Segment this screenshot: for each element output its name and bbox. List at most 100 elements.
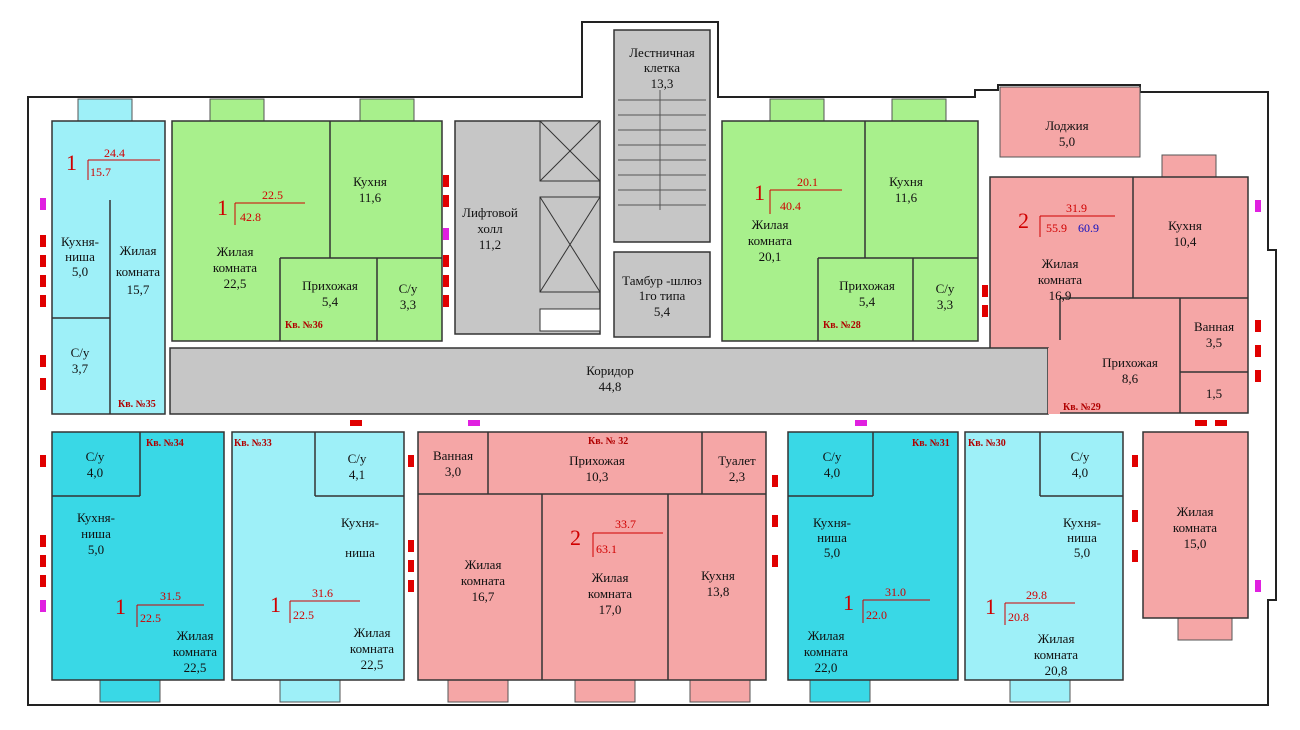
apt36-hall-area: 5,4: [322, 294, 339, 309]
apt29-room2-area: 15,0: [1184, 536, 1207, 551]
apt31-rooms: 1: [843, 590, 854, 615]
apt34-room-area: 22,5: [184, 660, 207, 675]
apt36-living: 42.8: [240, 210, 261, 224]
apt32-room1-area: 16,7: [472, 589, 495, 604]
apt34-kitchen-label: Кухня-: [77, 510, 115, 525]
apt31-living: 22.0: [866, 608, 887, 622]
apt28-living: 40.4: [780, 199, 801, 213]
apt28-bath-label: С/у: [936, 281, 955, 296]
apt35-id: Кв. №35: [118, 399, 156, 410]
apt32-room1-label: Жилая: [465, 557, 502, 572]
apt33-kitchen-label: Кухня-: [341, 515, 379, 530]
apt32-id: Кв. № 32: [588, 436, 628, 447]
apt32-room2-label-2: комната: [588, 586, 632, 601]
apartment-28: 1 20.1 40.4 Кухня 11,6 Жилая комната 20,…: [748, 174, 955, 331]
apt28-bath-area: 3,3: [937, 297, 953, 312]
apt28-room-label-2: комната: [748, 233, 792, 248]
stair-label: Лестничная: [629, 45, 694, 60]
apt33-rooms: 1: [270, 592, 281, 617]
apt32-total: 33.7: [615, 517, 636, 531]
apt29-loggia-area: 5,0: [1059, 134, 1075, 149]
apt33-room-area: 22,5: [361, 657, 384, 672]
apt29-room2-label-2: комната: [1173, 520, 1217, 535]
apt30-bath-area: 4,0: [1072, 465, 1088, 480]
apt35-living: 15.7: [90, 165, 111, 179]
apt28-hall-label: Прихожая: [839, 278, 895, 293]
apt30-kitchen-area: 5,0: [1074, 545, 1090, 560]
apt35-room-label-2: комната: [116, 264, 160, 279]
apt36-bath-label: С/у: [399, 281, 418, 296]
apt32-kitchen-label: Кухня: [701, 568, 735, 583]
apt31-bath-area: 4,0: [824, 465, 840, 480]
apt31-kitchen-label-2: ниша: [817, 530, 847, 545]
apt32-room1-label-2: комната: [461, 573, 505, 588]
apt35-rooms: 1: [66, 150, 77, 175]
apt34-kitchen-area: 5,0: [88, 542, 104, 557]
apt31-total: 31.0: [885, 585, 906, 599]
apt34-id: Кв. №34: [146, 438, 184, 449]
apt33-room-label: Жилая: [354, 625, 391, 640]
apt29-bath-label: Ванная: [1194, 319, 1234, 334]
apt28-rooms: 1: [754, 180, 765, 205]
apt30-bath-label: С/у: [1071, 449, 1090, 464]
apt34-living: 22.5: [140, 611, 161, 625]
apt36-rooms: 1: [217, 195, 228, 220]
apt33-kitchen-area: ниша: [345, 545, 375, 560]
apt28-hall-area: 5,4: [859, 294, 876, 309]
apt32-rooms: 2: [570, 525, 581, 550]
apt29-kitchen-area: 10,4: [1174, 234, 1197, 249]
apt36-kitchen-label: Кухня: [353, 174, 387, 189]
apt29-kitchen-label: Кухня: [1168, 218, 1202, 233]
tambur-label-2: 1го типа: [639, 288, 686, 303]
apt29-room2-label: Жилая: [1177, 504, 1214, 519]
apt33-living: 22.5: [293, 608, 314, 622]
apartment-34: Кв. №34 С/у 4,0 Кухня- ниша 5,0 1 31.5 2…: [77, 438, 217, 675]
apt34-rooms: 1: [115, 594, 126, 619]
apt29-loggia-label: Лоджия: [1045, 118, 1088, 133]
apt32-hall-label: Прихожая: [569, 453, 625, 468]
apartment-33: Кв. №33 С/у 4,1 Кухня- ниша 1 31.6 22.5 …: [234, 438, 394, 672]
apt30-id: Кв. №30: [968, 438, 1006, 449]
apt29-id: Кв. №29: [1063, 402, 1101, 413]
apt29-room-label: Жилая: [1042, 256, 1079, 271]
apt30-total: 29.8: [1026, 588, 1047, 602]
apt29-hall-area: 8,6: [1122, 371, 1139, 386]
apt35-room-area: 15,7: [127, 282, 150, 297]
apt33-bath-area: 4,1: [349, 467, 365, 482]
apt36-total: 22.5: [262, 188, 283, 202]
apt36-id: Кв. №36: [285, 320, 323, 331]
apt28-kitchen-label: Кухня: [889, 174, 923, 189]
apt32-kitchen-area: 13,8: [707, 584, 730, 599]
lift-label-2: холл: [477, 221, 503, 236]
room-fills: [51, 29, 1249, 681]
apt33-id: Кв. №33: [234, 438, 272, 449]
apt35-bath-label: С/у: [71, 345, 90, 360]
apt29-total: 31.9: [1066, 201, 1087, 215]
apt35-kitchen-label-2: ниша: [65, 249, 95, 264]
apt28-kitchen-area: 11,6: [895, 190, 918, 205]
apt31-room-area: 22,0: [815, 660, 838, 675]
corridor-area: 44,8: [599, 379, 622, 394]
apt29-living: 55.9: [1046, 221, 1067, 235]
apt35-bath-area: 3,7: [72, 361, 89, 376]
building-outline: [27, 21, 1277, 706]
apt30-kitchen-label: Кухня-: [1063, 515, 1101, 530]
apt32-room2-label: Жилая: [592, 570, 629, 585]
apt31-kitchen-label: Кухня-: [813, 515, 851, 530]
lift-area: 11,2: [479, 237, 501, 252]
apartment-30: Кв. №30 С/у 4,0 Кухня- ниша 5,0 1 29.8 2…: [968, 438, 1101, 678]
apt33-bath-label: С/у: [348, 451, 367, 466]
apt30-room-label: Жилая: [1038, 631, 1075, 646]
apt34-bath-area: 4,0: [87, 465, 103, 480]
apt32-wc-area: 2,3: [729, 469, 745, 484]
apt36-room-area: 22,5: [224, 276, 247, 291]
apt34-room-label-2: комната: [173, 644, 217, 659]
apt28-total: 20.1: [797, 175, 818, 189]
apt32-room2-area: 17,0: [599, 602, 622, 617]
apartment-32: Ванная 3,0 Кв. № 32 Прихожая 10,3 Туалет…: [433, 436, 756, 617]
apt35-kitchen-label: Кухня-: [61, 234, 99, 249]
lift-label: Лифтовой: [462, 205, 518, 220]
apt28-room-area: 20,1: [759, 249, 782, 264]
apt30-living: 20.8: [1008, 610, 1029, 624]
